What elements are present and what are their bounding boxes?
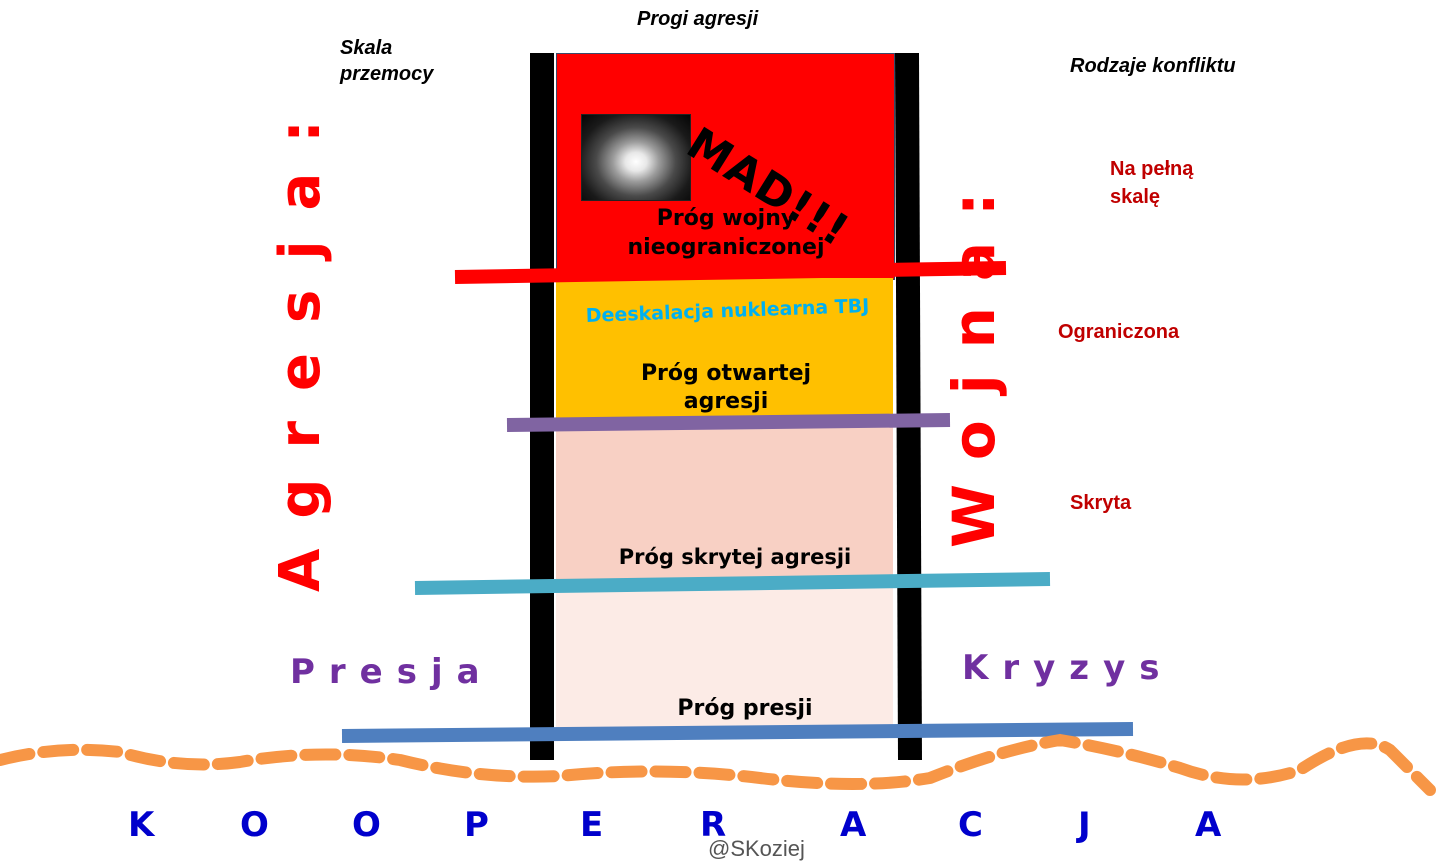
pressure-threshold-label: Próg presji bbox=[677, 696, 813, 721]
conflict-type-limited: Ograniczona bbox=[1058, 321, 1180, 343]
open-aggression-threshold-label: Próg otwartej agresji bbox=[640, 361, 812, 414]
author-credit: @SKoziej bbox=[708, 836, 805, 861]
aggression-word: Agresja: bbox=[268, 90, 333, 592]
cooperation-wave bbox=[0, 733, 1436, 796]
cooperation-letter: O bbox=[240, 805, 269, 845]
cooperation-letter: J bbox=[1078, 805, 1091, 845]
cooperation-letter: A bbox=[1195, 805, 1222, 845]
cooperation-letter: A bbox=[840, 805, 867, 845]
cooperation-letter: K bbox=[128, 805, 155, 845]
cooperation-letter: E bbox=[580, 805, 604, 845]
band-limited-war bbox=[556, 278, 893, 423]
crisis-word: Kryzys bbox=[962, 648, 1174, 688]
nuclear-explosion-image bbox=[581, 114, 691, 201]
violence-scale-heading: Skala przemocy bbox=[340, 37, 434, 85]
covert-aggression-threshold-label: Próg skrytej agresji bbox=[618, 545, 852, 569]
band-pressure bbox=[556, 583, 893, 733]
conflict-type-covert: Skryta bbox=[1070, 492, 1132, 514]
covert-aggression-line bbox=[414, 572, 1051, 595]
pressure-word: Presja bbox=[290, 652, 494, 692]
right-post bbox=[895, 52, 922, 761]
war-word: Wojna: bbox=[940, 166, 1008, 548]
open-aggression-line bbox=[506, 413, 951, 432]
unlimited-war-threshold-label: Próg wojny nieograniczonej bbox=[627, 206, 825, 260]
conflict-types-heading: Rodzaje konfliktu bbox=[1070, 55, 1236, 77]
pressure-line bbox=[341, 722, 1134, 743]
cooperation-letter: O bbox=[352, 805, 381, 845]
unlimited-war-line bbox=[454, 261, 1007, 284]
cooperation-letter: P bbox=[464, 805, 489, 845]
band-covert bbox=[556, 423, 893, 583]
cooperation-letter: R bbox=[700, 805, 727, 845]
cooperation-letter: C bbox=[958, 805, 983, 845]
aggression-thresholds-heading: Progi agresji bbox=[637, 8, 759, 30]
conflict-type-full-scale: Na pełną skalę bbox=[1110, 158, 1194, 208]
